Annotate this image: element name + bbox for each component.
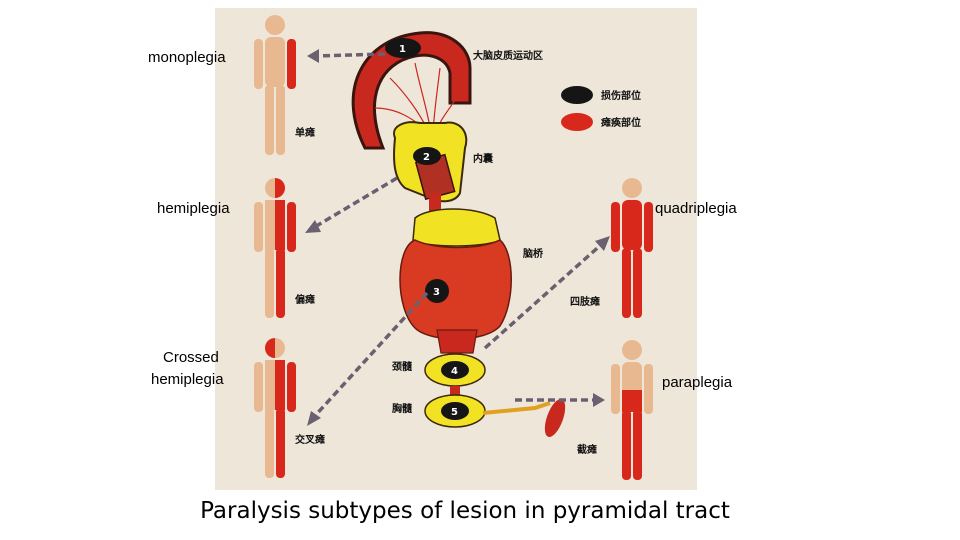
caption: Paralysis subtypes of lesion in pyramida…: [200, 498, 730, 524]
legend-paralysis-swatch: [561, 113, 593, 131]
figure-hemiplegia: [254, 178, 296, 318]
label-hemi-zh: 偏瘫: [295, 293, 315, 306]
label-crossed: Crossed: [163, 349, 219, 366]
lesion-5: [441, 402, 469, 420]
figure-crossed-hemiplegia: [254, 338, 296, 478]
arrow-hemiplegia: [312, 176, 398, 230]
pyramidal-tract-figure: 1 2 3 4 5 损伤部位 瘫痪部位 大脑皮质运动区 内囊 脑桥 颈髓 胸髓: [215, 8, 697, 490]
label-quadriplegia: quadriplegia: [655, 200, 737, 217]
label-hemiplegia: hemiplegia: [157, 200, 230, 217]
arrow-crossed: [311, 291, 429, 420]
figure-svg: 1 2 3 4 5 损伤部位 瘫痪部位 大脑皮质运动区 内囊 脑桥 颈髓 胸髓: [254, 15, 653, 480]
arrow-monoplegia: [314, 52, 386, 58]
lesion-number-1: 1: [399, 44, 406, 55]
muscle: [544, 399, 566, 437]
legend-paralysis-label: 瘫痪部位: [601, 116, 641, 129]
lesion-number-4: 4: [451, 366, 458, 377]
legend-lesion-swatch: [561, 86, 593, 104]
label-internal-capsule: 内囊: [473, 152, 494, 165]
label-crossed-zh: 交叉瘫: [295, 433, 325, 446]
arrows: [311, 52, 605, 420]
pons: [399, 239, 512, 340]
midbrain: [412, 208, 501, 247]
lesion-number-3: 3: [433, 287, 440, 298]
motor-cortex-arch: [351, 31, 472, 150]
figure-monoplegia: [254, 15, 296, 155]
legend-lesion-label: 损伤部位: [601, 89, 641, 102]
arrow-quadriplegia: [483, 241, 605, 350]
label-cortex: 大脑皮质运动区: [473, 49, 543, 62]
label-paraplegia: paraplegia: [662, 374, 733, 391]
figure-paraplegia: [611, 340, 653, 480]
label-crossed-hemiplegia: hemiplegia: [151, 371, 224, 388]
label-mono-zh: 单瘫: [295, 126, 315, 139]
label-cervical-cord: 颈髓: [391, 360, 413, 373]
medulla: [436, 329, 478, 354]
lesion-3: [425, 279, 449, 303]
label-para-zh: 截瘫: [577, 443, 597, 456]
lesion-number-5: 5: [451, 407, 458, 418]
arrow-heads: [305, 49, 610, 426]
label-quad-zh: 四肢瘫: [570, 295, 600, 308]
figure-quadriplegia: [611, 178, 653, 318]
lesion-4: [441, 361, 469, 379]
label-pons: 脑桥: [523, 247, 544, 260]
label-thoracic-cord: 胸髓: [392, 402, 413, 415]
peripheral-nerve: [482, 401, 551, 415]
lesion-1: [385, 38, 421, 58]
lesion-number-2: 2: [423, 152, 430, 163]
cord-segment: [450, 386, 460, 400]
lesion-2: [413, 147, 441, 165]
label-monoplegia: monoplegia: [148, 49, 226, 66]
